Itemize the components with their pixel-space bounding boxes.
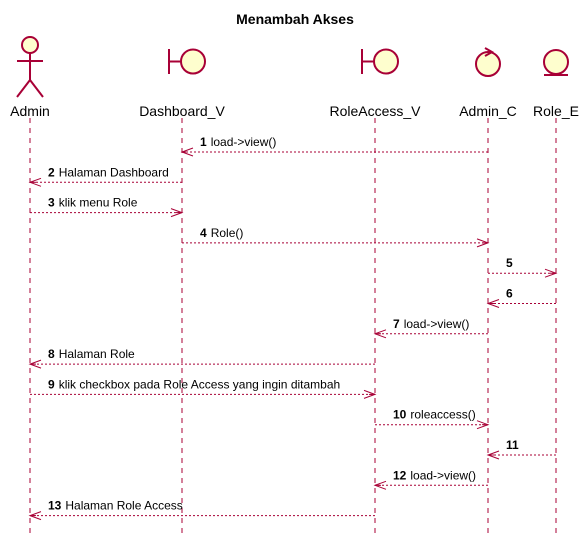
control-icon: [475, 47, 501, 77]
message-number: 3: [48, 196, 55, 210]
message-11: 11: [486, 438, 556, 460]
message-label: 4 Role(): [200, 226, 243, 240]
lifelines-group: [29, 118, 557, 536]
message-number: 2: [48, 165, 55, 179]
message-text: load->view(): [404, 317, 470, 331]
message-text: Role(): [211, 226, 244, 240]
message-number: 9: [48, 377, 55, 391]
message-label: 9 klik checkbox pada Role Access yang ing…: [48, 377, 340, 391]
message-label: 6: [506, 287, 513, 301]
message-text: Halaman Dashboard: [59, 165, 169, 179]
participant-icons-group: [16, 36, 569, 98]
message-text: load->view(): [410, 468, 476, 482]
message-7: 7 load->view(): [373, 317, 488, 339]
message-text: Halaman Role Access: [65, 499, 182, 513]
message-number: 4: [200, 226, 207, 240]
message-1: 1 load->view(): [180, 135, 488, 157]
message-9: 9 klik checkbox pada Role Access yang ing…: [30, 377, 377, 399]
message-label: 1 load->view(): [200, 135, 276, 149]
message-text: klik checkbox pada Role Access yang ingi…: [59, 377, 341, 391]
boundary-icon: [168, 48, 206, 75]
entity-icon: [543, 49, 569, 76]
message-label: 2 Halaman Dashboard: [48, 165, 169, 179]
message-number: 13: [48, 499, 62, 513]
message-8: 8 Halaman Role: [28, 347, 375, 369]
message-label: 3 klik menu Role: [48, 196, 138, 210]
message-number: 8: [48, 347, 55, 361]
message-3: 3 klik menu Role: [30, 196, 184, 218]
participant-labels-group: Admin Dashboard_V RoleAccess_V Admin_C Role_…: [10, 103, 579, 119]
message-text: load->view(): [211, 135, 277, 149]
message-number: 1: [200, 135, 207, 149]
message-text: roleaccess(): [410, 408, 475, 422]
participant-label-rolee: Role_E: [533, 103, 579, 119]
message-number: 7: [393, 317, 400, 331]
message-number: 11: [506, 438, 519, 452]
message-label: 7 load->view(): [393, 317, 469, 331]
message-number: 6: [506, 287, 513, 301]
participant-label-dashboard: Dashboard_V: [139, 103, 225, 119]
message-4: 4 Role(): [182, 226, 490, 248]
participant-label-adminc: Admin_C: [459, 103, 517, 119]
actor-icon: [16, 36, 44, 98]
message-number: 5: [506, 256, 513, 270]
message-text: Halaman Role: [59, 347, 135, 361]
message-2: 2 Halaman Dashboard: [28, 165, 182, 187]
message-5: 5: [488, 256, 558, 278]
message-label: 11: [506, 438, 519, 452]
participant-label-roleaccess: RoleAccess_V: [329, 103, 421, 119]
diagram-title: Menambah Akses: [236, 11, 354, 27]
message-number: 12: [393, 468, 407, 482]
boundary-icon: [361, 48, 399, 75]
messages-group: 1 load->view() 2 Halaman Dashboard 3 klik men…: [28, 135, 558, 521]
message-label: 5: [506, 256, 513, 270]
message-text: klik menu Role: [59, 196, 138, 210]
participant-label-admin: Admin: [10, 103, 50, 119]
message-number: 10: [393, 408, 407, 422]
message-6: 6: [486, 287, 556, 308]
message-label: 8 Halaman Role: [48, 347, 135, 361]
